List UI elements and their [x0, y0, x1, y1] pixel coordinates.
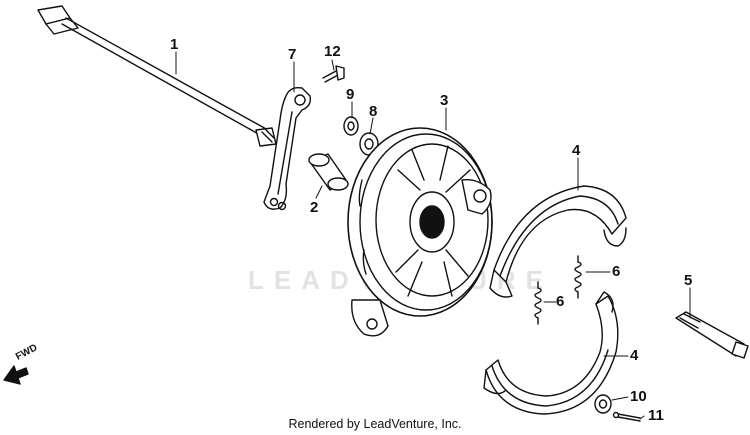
brake-cam[interactable] — [675, 311, 749, 359]
small-washer[interactable] — [343, 116, 359, 136]
callout-4-lower[interactable]: 4 — [630, 347, 639, 364]
callout-6-right[interactable]: 6 — [612, 263, 621, 280]
callout-4-upper[interactable]: 4 — [572, 142, 581, 159]
leader-lines — [175, 51, 691, 420]
callout-9[interactable]: 9 — [346, 86, 355, 103]
callout-3[interactable]: 3 — [440, 92, 449, 109]
callout-2[interactable]: 2 — [310, 199, 319, 216]
callout-11[interactable]: 11 — [648, 407, 664, 424]
shoe-spring-right[interactable] — [574, 255, 582, 299]
cotter-pin[interactable] — [612, 411, 641, 422]
callout-7[interactable]: 7 — [288, 46, 297, 63]
shoe-spring-left[interactable] — [534, 281, 542, 325]
brake-shoe-upper[interactable] — [489, 185, 627, 298]
seal[interactable] — [594, 394, 612, 414]
fwd-arrow-icon — [3, 365, 29, 385]
brake-shoe-lower[interactable] — [483, 291, 619, 415]
callout-10[interactable]: 10 — [630, 388, 647, 405]
callout-1[interactable]: 1 — [170, 36, 179, 53]
brake-panel[interactable] — [347, 127, 493, 337]
callout-12[interactable]: 12 — [324, 43, 341, 60]
callout-8[interactable]: 8 — [369, 103, 378, 120]
credit-line: Rendered by LeadVenture, Inc. — [288, 417, 462, 431]
bushing[interactable] — [308, 153, 349, 191]
brake-arm[interactable] — [263, 86, 312, 211]
callout-5[interactable]: 5 — [684, 272, 693, 289]
bolt[interactable] — [322, 65, 345, 83]
callout-6-left[interactable]: 6 — [556, 293, 565, 310]
brake-rod[interactable] — [37, 5, 277, 147]
